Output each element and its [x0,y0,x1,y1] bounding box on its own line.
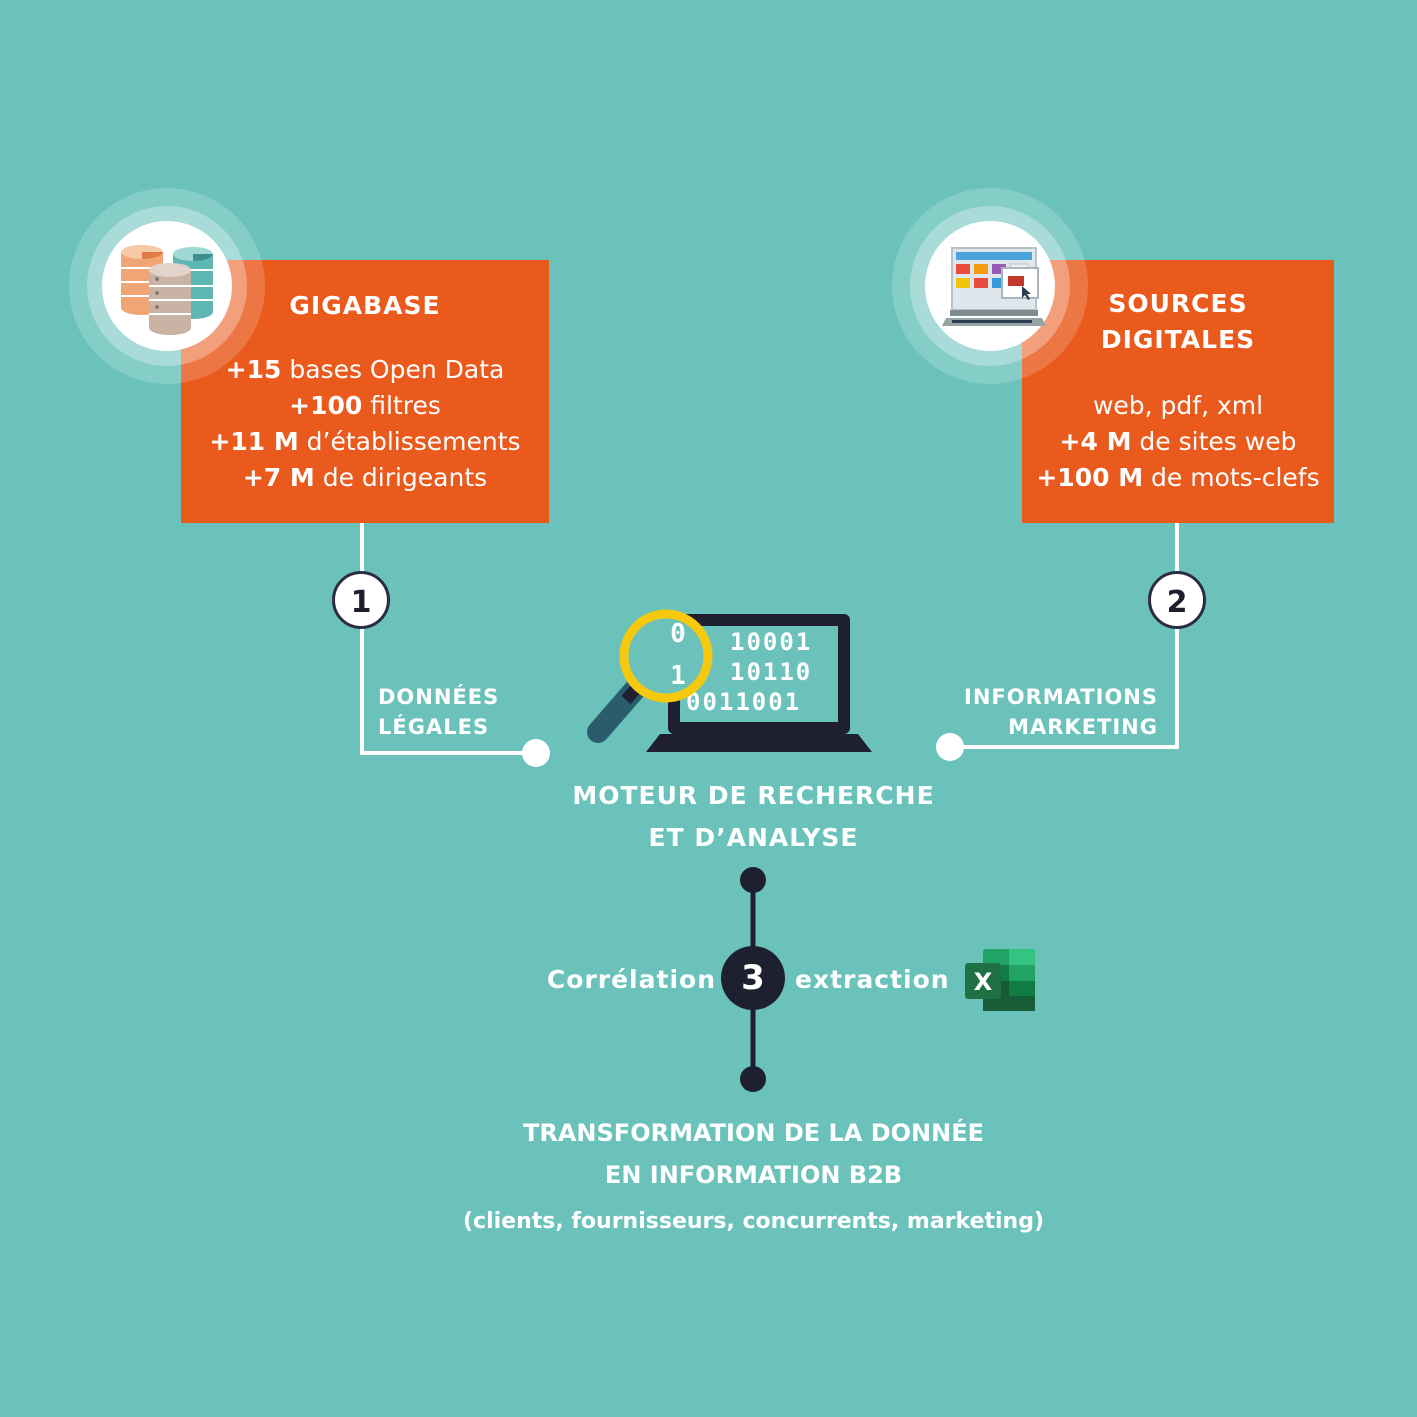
sources-title: SOURCES DIGITALES [1022,286,1334,358]
step-2-label: INFORMATIONS MARKETING [960,682,1158,742]
step-1-label-line: DONNÉES [378,685,500,709]
step-2-label-line: INFORMATIONS [964,685,1158,709]
engine-label: MOTEUR DE RECHERCHE ET D’ANALYSE [0,775,1417,859]
database-icon [69,188,265,384]
step-3-circle [721,946,785,1010]
connector-dot-top [740,867,766,893]
excel-icon: X [965,949,1035,1011]
gigabase-lines: +15 bases Open Data +100 filtres +11 M d… [181,352,549,496]
sources-line: web, pdf, xml [1092,391,1264,420]
sources-box: SOURCES DIGITALES web, pdf, xml +4 M de … [1022,260,1334,523]
binary-row: 0011001 [686,688,801,716]
step-1-label-line: LÉGALES [378,715,490,739]
sources-lines: web, pdf, xml +4 M de sites web +100 M d… [1022,388,1334,496]
web-sources-icon [892,188,1088,384]
gigabase-line: +7 M de dirigeants [242,463,488,492]
binary-row: 10001 [730,628,812,656]
output-label-line: EN INFORMATION B2B [604,1161,903,1189]
gigabase-line: +11 M d’établissements [209,427,521,456]
laptop-search-icon: 10001 10110 0011001 0 1 [587,609,872,752]
connector-end-right [936,733,964,761]
engine-label-line: ET D’ANALYSE [648,823,859,852]
binary-row: 10110 [730,658,812,686]
connector-end-left [522,739,550,767]
sources-title-line: SOURCES [1108,289,1248,318]
output-label-line: TRANSFORMATION DE LA DONNÉE [523,1119,984,1147]
lens-digit: 1 [670,661,686,691]
sources-line: +100 M de mots-clefs [1036,463,1320,492]
output-subtitle: (clients, fournisseurs, concurrents, mar… [462,1209,1045,1234]
step-2-label-line: MARKETING [1008,715,1158,739]
lens-digit: 0 [670,619,686,649]
step-2-badge: 2 [1148,571,1206,629]
output-label: TRANSFORMATION DE LA DONNÉE EN INFORMATI… [0,1112,1417,1196]
gigabase-line: +15 bases Open Data [225,355,505,384]
step-1-badge: 1 [332,571,390,629]
engine-label-line: MOTEUR DE RECHERCHE [572,781,935,810]
connector-dot-bottom [740,1066,766,1092]
step-1-label: DONNÉES LÉGALES [378,682,499,742]
step-3-number: 3 [741,958,765,998]
step-3-right-label: extraction [795,965,950,994]
gigabase-title: GIGABASE [289,291,441,320]
gigabase-box: GIGABASE +15 bases Open Data +100 filtre… [181,260,549,523]
step-3-left-label: Corrélation [546,965,716,994]
sources-line: +4 M de sites web [1059,427,1297,456]
excel-letter: X [974,968,993,996]
sources-title-line: DIGITALES [1100,325,1256,354]
gigabase-line: +100 filtres [289,391,441,420]
